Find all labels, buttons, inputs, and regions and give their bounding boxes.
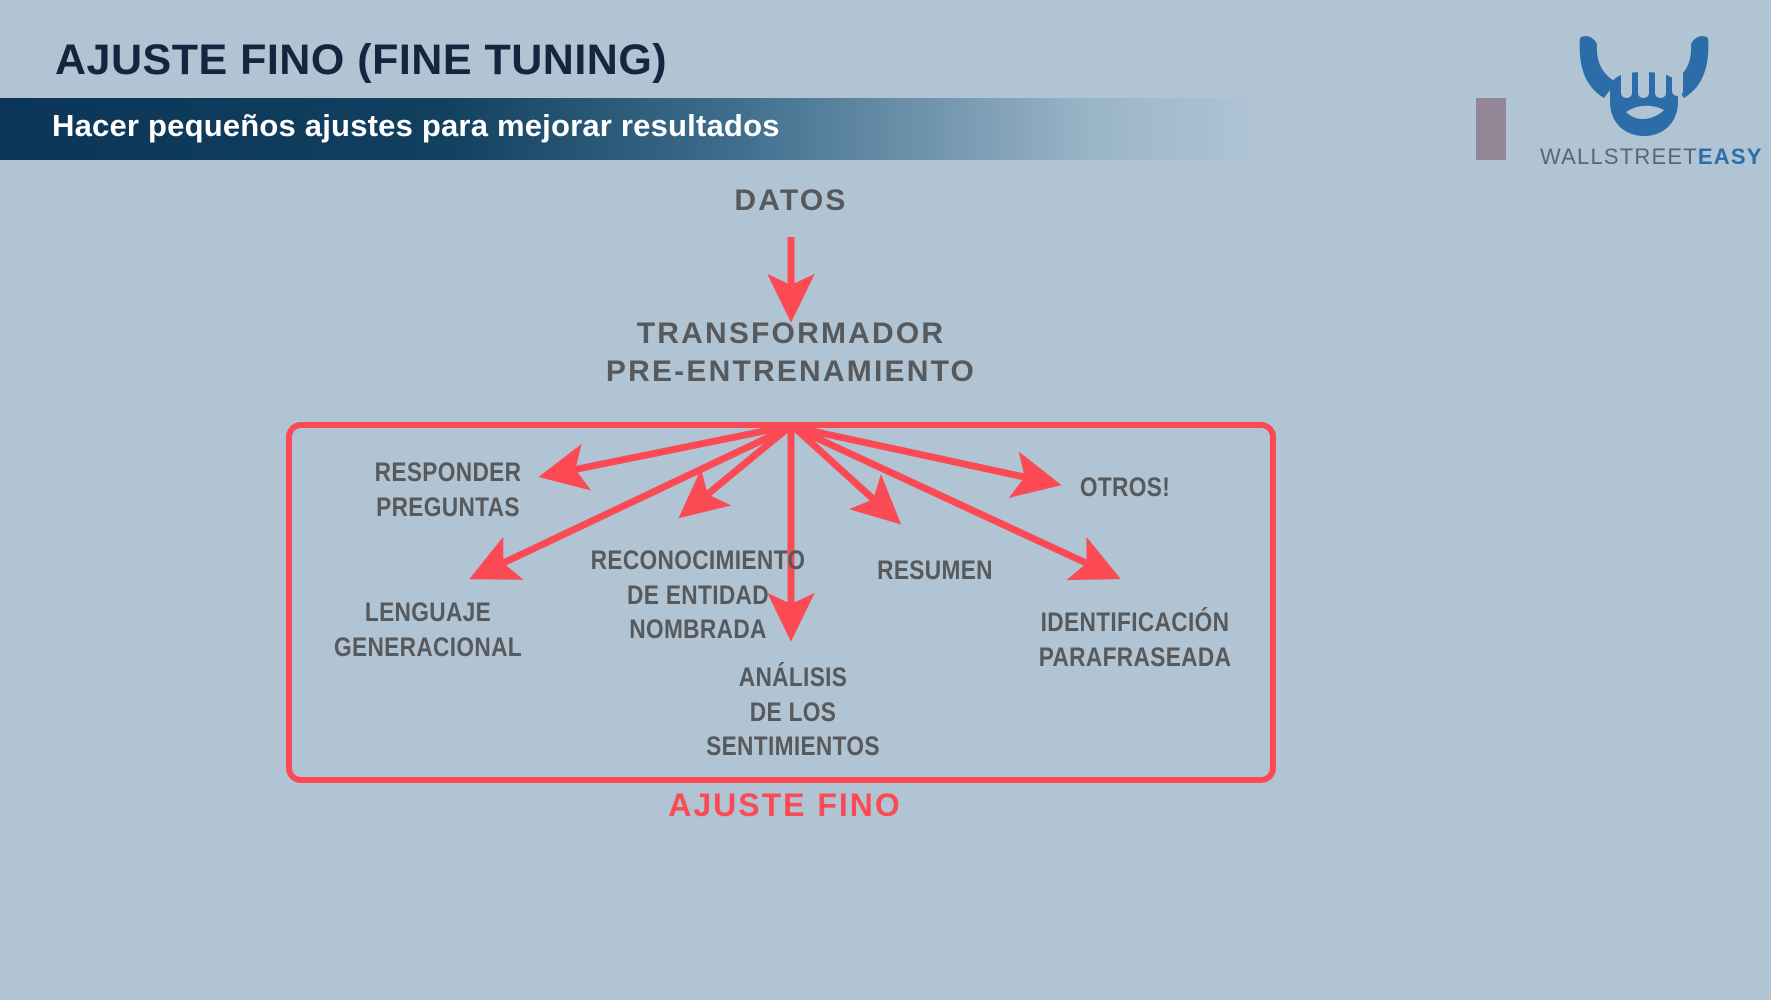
brand-logo: WALLSTREETEASY <box>1540 24 1761 184</box>
page-subtitle: Hacer pequeños ajustes para mejorar resu… <box>52 108 780 143</box>
arrow-to-otros <box>797 424 1062 498</box>
node-responder-preguntas: RESPONDER PREGUNTAS <box>374 457 522 522</box>
arrow-to-responder-preguntas <box>538 423 785 491</box>
node-transformador-pre-entrenamiento: TRANSFORMADOR PRE-ENTRENAMIENTO <box>605 317 977 388</box>
node-otros: OTROS! <box>1079 472 1171 502</box>
arrow-to-reconocimiento-entidad <box>678 425 791 519</box>
fine-tuning-diagram: DATOS TRANSFORMADOR PRE-ENTRENAMIENTO RE… <box>0 175 1771 875</box>
arrow-to-identificacion-parafraseada <box>795 425 1121 581</box>
banner-artifact <box>1476 98 1506 160</box>
diagram-connectors <box>286 237 1276 783</box>
logo-word-accent: EASY <box>1697 144 1763 169</box>
page-title: AJUSTE FINO (FINE TUNING) <box>55 36 668 84</box>
node-identificacion-parafraseada: IDENTIFICACIÓN PARAFRASEADA <box>1038 607 1232 672</box>
logo-wordmark: WALLSTREETEASY <box>1540 144 1761 170</box>
node-lenguaje-generacional: LENGUAJE GENERACIONAL <box>333 597 523 662</box>
node-resumen: RESUMEN <box>877 555 993 585</box>
ajuste-fino-caption: AJUSTE FINO <box>668 787 902 823</box>
bull-horns-fist-icon <box>1564 24 1724 144</box>
arrow-to-resumen <box>792 425 902 525</box>
node-analisis-de-los-sentimientos: ANÁLISIS DE LOS SENTIMIENTOS <box>706 662 880 762</box>
arrow-to-lenguaje-generacional <box>469 425 788 580</box>
node-reconocimiento-de-entidad-nombrada: RECONOCIMIENTO DE ENTIDAD NOMBRADA <box>590 545 806 645</box>
node-datos: DATOS <box>734 184 848 217</box>
logo-word-primary: WALLSTREET <box>1540 144 1698 169</box>
subtitle-banner <box>0 98 1300 160</box>
